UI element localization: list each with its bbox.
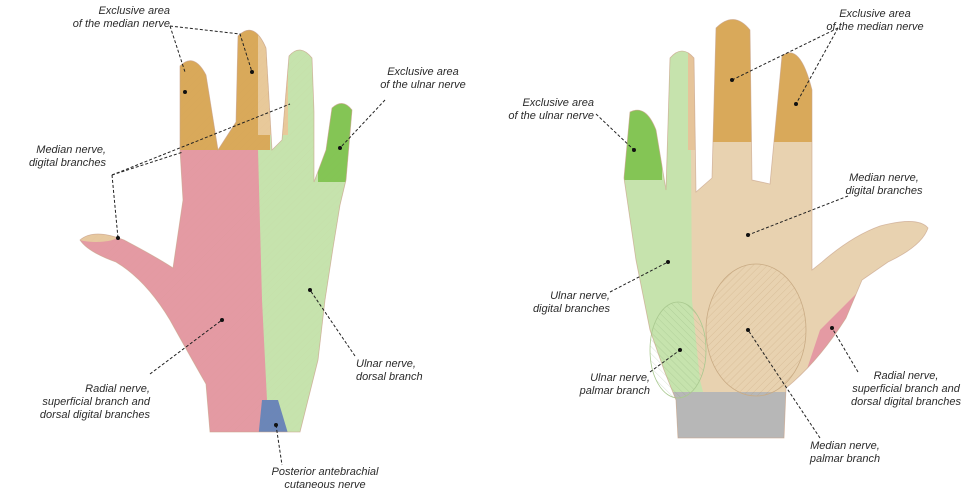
label-palmar-median-palmar: Median nerve,palmar branch xyxy=(790,440,900,466)
median-palmar-branch-area xyxy=(706,264,806,396)
label-palmar-median-digital: Median nerve,digital branches xyxy=(834,172,934,198)
label-dorsal-ulnar-dorsal: Ulnar nerve,dorsal branch xyxy=(356,358,456,384)
leader-dorsal-median-digital-thumb xyxy=(112,175,118,238)
leader-palmar-radial xyxy=(832,328,858,372)
palmar-hand xyxy=(600,0,940,493)
label-palmar-ulnar-palmar: Ulnar nerve,palmar branch xyxy=(540,372,650,398)
palmar-ring-median-half xyxy=(688,40,708,150)
leader-dorsal-exclusive-median-a xyxy=(170,26,185,72)
palmar-median-exclusive-area xyxy=(700,10,820,142)
label-dorsal-median-digital: Median nerve,digital branches xyxy=(10,144,106,170)
label-palmar-ulnar-digital: Ulnar nerve,digital branches xyxy=(500,290,610,316)
leader-dorsal-median-digital-index xyxy=(112,152,183,175)
